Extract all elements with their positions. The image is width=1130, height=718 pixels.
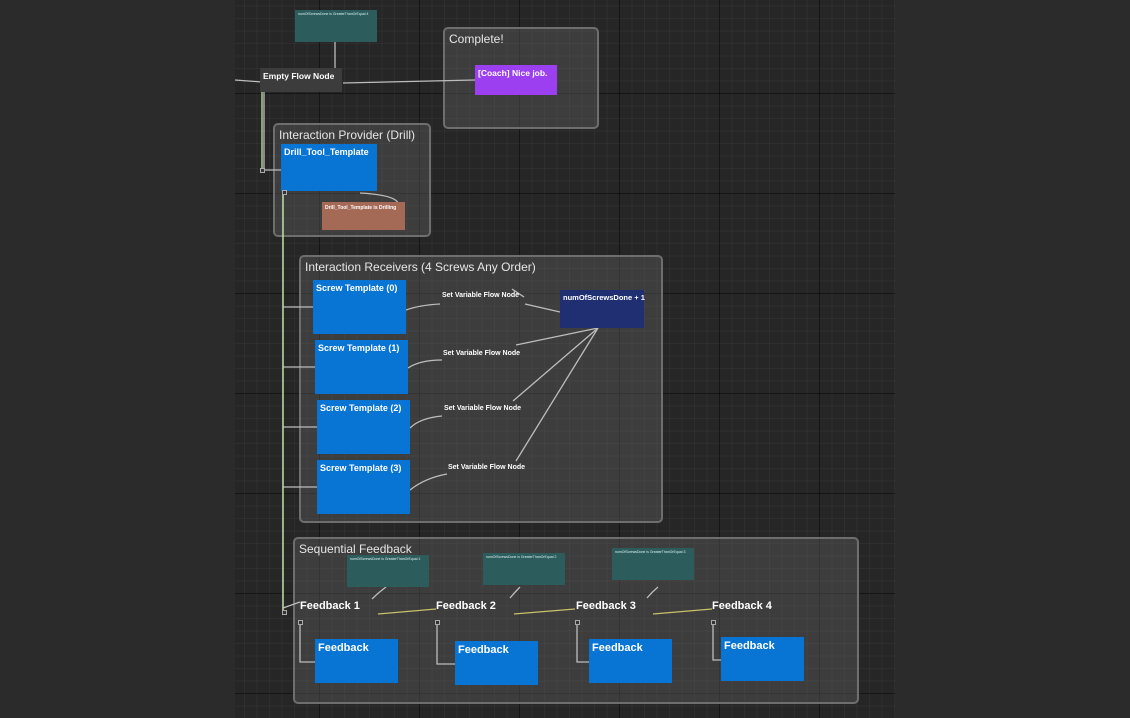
drill-template-node[interactable]: Drill_Tool_Template [281,144,377,191]
screw-template-title: Screw Template (3) [320,463,402,473]
screw-template-node[interactable]: Screw Template (3) [317,460,410,514]
input-port[interactable] [298,620,303,625]
feedback-node[interactable]: Feedback [589,639,672,683]
top-condition-node[interactable]: numOfScrewsDone is GreaterThanOrEqual 4 [295,10,377,42]
feedback-node-title: Feedback [318,642,369,654]
feedback-node-title: Feedback [592,642,643,654]
feedback-step-node[interactable]: Feedback 4 [712,600,772,612]
coach-node[interactable]: [Coach] Nice job. [475,65,557,95]
left-margin [0,0,235,718]
feedback-condition-label: numOfScrewsDone is GreaterThanOrEqual 2 [486,555,557,559]
input-port[interactable] [260,168,265,173]
coach-title: [Coach] Nice job. [478,68,548,78]
num-screws-title: numOfScrewsDone + 1 [563,293,645,302]
feedback-condition-label: numOfScrewsDone is GreaterThanOrEqual 1 [350,557,421,561]
input-port[interactable] [711,620,716,625]
drill-template-title: Drill_Tool_Template [284,147,369,157]
screw-template-node[interactable]: Screw Template (0) [313,280,406,334]
screw-template-title: Screw Template (1) [318,343,400,353]
empty-flow-node[interactable]: Empty Flow Node [260,68,342,92]
screw-template-node[interactable]: Screw Template (2) [317,400,410,454]
group-complete-title: Complete! [449,32,504,46]
group-interaction-provider-title: Interaction Provider (Drill) [279,128,416,142]
feedback-condition-label: numOfScrewsDone is GreaterThanOrEqual 3 [615,550,686,554]
feedback-node[interactable]: Feedback [455,641,538,685]
drill-condition-title: Drill_Tool_Template is Drilling [325,205,397,211]
input-port[interactable] [282,190,287,195]
group-interaction-receivers-title: Interaction Receivers (4 Screws Any Orde… [305,260,536,274]
input-port[interactable] [282,610,287,615]
feedback-condition-node[interactable]: numOfScrewsDone is GreaterThanOrEqual 2 [483,553,565,585]
feedback-step-node[interactable]: Feedback 3 [576,600,636,612]
feedback-node-title: Feedback [458,644,509,656]
set-variable-node[interactable]: Set Variable Flow Node [448,464,526,471]
feedback-step-node[interactable]: Feedback 1 [300,600,360,612]
screw-template-title: Screw Template (2) [320,403,402,413]
top-condition-label: numOfScrewsDone is GreaterThanOrEqual 4 [298,12,369,16]
feedback-condition-node[interactable]: numOfScrewsDone is GreaterThanOrEqual 1 [347,555,429,587]
group-sequential-feedback-title: Sequential Feedback [299,542,412,556]
right-margin [895,0,1130,718]
screw-template-node[interactable]: Screw Template (1) [315,340,408,394]
feedback-node-title: Feedback [724,640,775,652]
num-screws-node[interactable]: numOfScrewsDone + 1 [560,290,645,328]
feedback-node[interactable]: Feedback [721,637,804,681]
input-port[interactable] [575,620,580,625]
input-port[interactable] [435,620,440,625]
feedback-step-node[interactable]: Feedback 2 [436,600,496,612]
feedback-node[interactable]: Feedback [315,639,398,683]
set-variable-node[interactable]: Set Variable Flow Node [442,292,520,299]
feedback-condition-node[interactable]: numOfScrewsDone is GreaterThanOrEqual 3 [612,548,694,580]
drill-condition-node[interactable]: Drill_Tool_Template is Drilling [322,202,405,230]
empty-flow-title: Empty Flow Node [263,71,335,81]
set-variable-node[interactable]: Set Variable Flow Node [443,350,521,357]
set-variable-node[interactable]: Set Variable Flow Node [444,405,522,412]
screw-template-title: Screw Template (0) [316,283,398,293]
